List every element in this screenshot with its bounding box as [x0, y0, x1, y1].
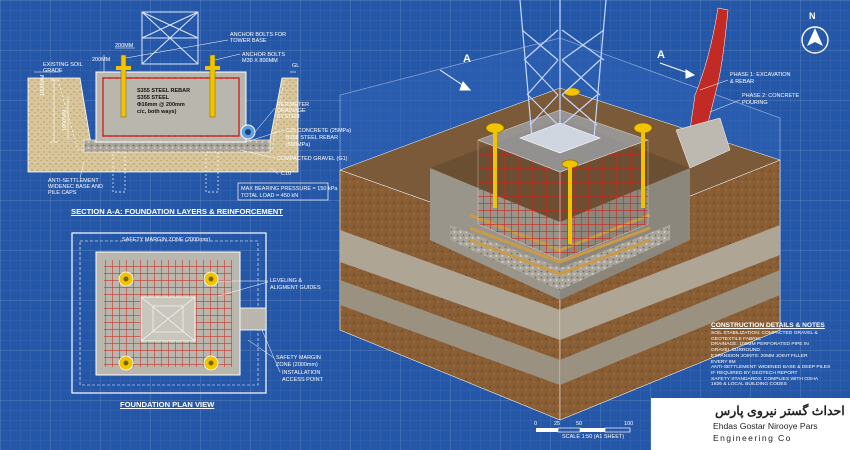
anti-settlement-label: ANTI-SETTLEMENT WIDENEC BASE AND PILE CA… [48, 178, 104, 197]
scale-bar [536, 427, 631, 433]
notes-line: GEOTEXTILE FABRIC [711, 336, 761, 342]
company-name-english: Ehdas Gostar Nirooye Pars [713, 421, 818, 431]
scale-tick-25: 25 [554, 421, 561, 427]
leveling-label-2: ALIGMENT GUIDES [270, 285, 321, 291]
north-label: N [809, 11, 816, 21]
notes-heading: CONSTRUCTION DETAILS & NOTES [711, 322, 825, 329]
concrete-label-2: B358 STEEL REBAR [286, 135, 339, 141]
iso-section-markers [439, 62, 696, 91]
leveling-label-1: LEVELING & [270, 278, 303, 284]
notes-line: EXPANSION JOINTS: 20mm JOINT FILLER [711, 353, 808, 359]
dim-200-side: 200mm [92, 57, 111, 63]
notes-line: IF REQUIRED BY GEOTECH REPORT [711, 370, 798, 376]
section-soil [27, 77, 299, 173]
notes-line: ANTI-SETTLEMENT: WIDENED BASE & DEEP PIL… [711, 365, 831, 371]
safety-zone-label: SAFETY MARGIN ZONE (2000mm) [122, 237, 211, 243]
section-pile-left [112, 151, 126, 193]
rebar-label-2: S355 STEEL [137, 95, 170, 101]
section-title: SECTION A-A: FOUNDATION LAYERS & REINFOR… [71, 207, 283, 216]
phase1-label-2: & REBAR [730, 79, 755, 85]
scale-label: SCALE 1:50 (A1 SHEET) [562, 434, 625, 440]
total-load: TOTAL LOAD = 450 kN [241, 193, 299, 199]
north-arrow [801, 26, 829, 54]
plan-title: FOUNDATION PLAN VIEW [120, 400, 215, 409]
dim-1000-inner: 1000mm [62, 109, 68, 131]
section-rebar-cage [102, 77, 240, 137]
rebar-label-1: S355 STEEL REBAR [137, 88, 191, 94]
anchor-tower-label: ANCHOR BOLTS FOR TOWER BASE [230, 32, 287, 45]
bearing-box [237, 182, 329, 201]
notes-line: 1926 & LOCAL BUILDING CODES [711, 382, 787, 388]
company-name-persian: احداث گستر نیروی پارس [715, 404, 845, 418]
scale-tick-100: 100 [624, 421, 634, 427]
anchor-m30-label: ANCHOR BOLTS M30 x 800mm [242, 52, 285, 65]
phase2-label-2: POURING [742, 100, 768, 106]
isometric-view [339, 0, 781, 421]
plan-access-point [239, 307, 267, 331]
section-tower-lattice [141, 11, 199, 65]
plan-view [71, 232, 281, 394]
safety-margin-label-1: SAFETY MARGIN [276, 355, 321, 361]
section-pile-right [205, 151, 219, 193]
bearing-pressure: MAX BEARING PRESSURE = 150 kPa [241, 186, 338, 192]
notes-line: GRAVEL SURROUND [711, 348, 760, 354]
notes-line: SAFETY STANDARDS: COMPLIES WITH OSHA [711, 376, 819, 382]
section-marker-a-right: A [657, 49, 665, 61]
dim-1000-left: 1000mm [40, 74, 46, 96]
c10-label: C10 [281, 171, 292, 177]
concrete-label-3: (500MPa) [286, 142, 311, 148]
iso-gravel-bed [450, 225, 670, 290]
section-anchor-bolts [116, 54, 220, 118]
safety-margin-label-2: ZONE (2000mm) [276, 362, 318, 368]
gravel-label: COMPACTED GRAVEL (G1) [277, 156, 348, 162]
phase1-label-1: PHASE 1: EXCAVATION [730, 72, 791, 78]
section-dimensions [34, 47, 296, 143]
rebar-label-4: c/c, both ways) [137, 109, 177, 115]
company-tagline: Engineering Co [713, 433, 792, 443]
plan-anchor-bolts [118, 271, 219, 371]
section-marker-a-left: A [463, 53, 471, 65]
notes-line: DRAINAGE: 100mm PERFORATED PIPE IN [711, 342, 809, 348]
notes-line: SOIL STABILIZATION: COMPACTED GRAVEL & [711, 331, 818, 336]
notes-line: EVERY 6m [711, 359, 736, 365]
phase2-label-1: PHASE 2: CONCRETE [742, 93, 800, 99]
concrete-label-1: C25 CONCRETE (25MPa) [286, 128, 352, 134]
scale-tick-50: 50 [576, 421, 583, 427]
scale-tick-0: 0 [534, 421, 538, 427]
section-leaders [79, 39, 285, 179]
existing-soil-label: EXISTING SOIL GRADE [43, 62, 83, 75]
iso-base-plate [519, 122, 601, 154]
company-logo: احداث گستر نیروی پارس Ehdas Gostar Niroo… [651, 398, 850, 450]
rebar-label-3: Φ16mm @ 200mm [137, 102, 185, 108]
iso-tower [519, 0, 607, 139]
iso-poured-concrete [675, 117, 731, 169]
install-label-2: ACCESS POINT [282, 377, 323, 383]
gl-label: GL [292, 63, 300, 69]
install-label-1: INSTALLATION [282, 370, 321, 376]
section-view [27, 11, 329, 201]
construction-notes: CONSTRUCTION DETAILS & NOTES SOIL STABIL… [711, 322, 845, 388]
dim-200-top: 200mm [115, 43, 134, 49]
perimeter-drainage-label: PERIMETER DRAINAGE SYSTEM [277, 102, 310, 121]
